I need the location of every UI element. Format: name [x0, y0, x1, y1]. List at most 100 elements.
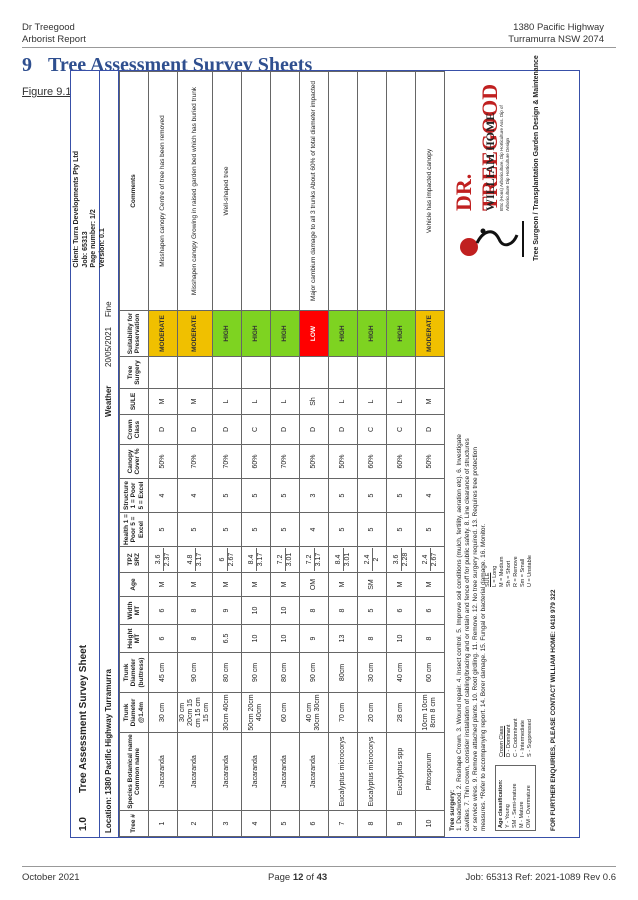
tpz-value: 7.2: [305, 554, 313, 565]
cell-suit: MODERATE: [148, 310, 178, 357]
cell-height: 10: [270, 624, 300, 653]
cell-dbh: 60 cm: [270, 692, 300, 733]
cell-buttress: 90 cm: [177, 652, 213, 693]
cell-dbh: 40 cm 30cm 30cm: [299, 692, 329, 733]
column-header: SULE: [119, 388, 149, 415]
column-header: Health 1 = Poor 5 = Excel: [119, 512, 149, 547]
age-item: OM - Overmature: [526, 785, 532, 828]
cell-num: 9: [386, 810, 416, 837]
cell-comment: Misshapen canopy Growing in raised garde…: [177, 71, 213, 311]
cell-suit: HIGH: [386, 310, 416, 357]
cell-sule: L: [386, 388, 416, 415]
sheet-footer: Tree surgery: 1. Deadwood. 2. Reshape Cr…: [445, 55, 563, 837]
header-rule: [22, 47, 616, 48]
cell-species: Eucalyptus microcorys: [328, 732, 358, 811]
sheet-number: 1.0: [78, 817, 89, 831]
page-counter: Page 12 of 43: [268, 872, 327, 883]
cell-health: 5: [415, 512, 445, 547]
footer-ref: Job: 65313 Ref: 2021-1089 Rev 0.6: [465, 872, 616, 883]
cell-suit: MODERATE: [415, 310, 445, 357]
age-item: Y - Young: [505, 804, 511, 828]
cell-age: M: [212, 572, 242, 597]
crown-heading: Crown Class: [499, 725, 505, 757]
cell-crown: C: [386, 414, 416, 445]
cell-buttress: 80 cm: [212, 652, 242, 693]
tpz-value: 3.6: [392, 554, 400, 565]
cell-crown: D: [270, 414, 300, 445]
srz-value: 3.17: [313, 548, 323, 571]
cell-num: 7: [328, 810, 358, 837]
age-item: M - Mature: [519, 801, 525, 828]
cell-sule: L: [212, 388, 242, 415]
cell-suit: HIGH: [270, 310, 300, 357]
cell-sule: Sh: [299, 388, 329, 415]
cell-sule: M: [177, 388, 213, 415]
cell-num: 2: [177, 810, 213, 837]
cell-age: M: [328, 572, 358, 597]
cell-surgery: [177, 356, 213, 389]
cell-num: 5: [270, 810, 300, 837]
cell-dbh: 10cm 10cm 8cm 8 cm: [415, 692, 445, 733]
cell-num: 8: [357, 810, 387, 837]
cell-sule: L: [270, 388, 300, 415]
column-header: Suitability for Preservation: [119, 310, 149, 357]
age-heading: Age classification:: [498, 779, 504, 828]
company-logo: DR. TREEGOOD WILLIAM HOME BSc (Hons) Arb…: [451, 55, 551, 261]
column-header: Structure 1 = Poor 5 = Excel: [119, 478, 149, 513]
address-line1: 1380 Pacific Highway: [513, 22, 604, 33]
cell-age: M: [177, 572, 213, 597]
cell-dbh: 30 cm 20cm 15 cm 15 cm 15 cm: [177, 692, 213, 733]
cell-surgery: [357, 356, 387, 389]
cell-suit: HIGH: [241, 310, 271, 357]
cell-structure: 5: [212, 478, 242, 513]
cell-dbh: 50cm 20cm 40cm: [241, 692, 271, 733]
column-header: TPZ SRZ: [119, 546, 149, 573]
address-line2: Turramurra NSW 2074: [508, 34, 604, 45]
rotated-sheet-wrapper: 1.0 Tree Assessment Survey Sheet Client:…: [70, 55, 580, 838]
author-name: Dr Treegood: [22, 22, 75, 33]
cell-num: 1: [148, 810, 178, 837]
cell-species: Jacaranda: [177, 732, 213, 811]
cell-age: M: [415, 572, 445, 597]
cell-health: 5: [328, 512, 358, 547]
section-number: 9: [22, 54, 32, 76]
cell-surgery: [415, 356, 445, 389]
cell-canopy: 50%: [148, 444, 178, 479]
cell-canopy: 50%: [328, 444, 358, 479]
cell-surgery: [386, 356, 416, 389]
column-header: Trunk Diameter @1.4m: [119, 692, 149, 733]
enquiries: FOR FURTHER ENQUIRIES, PLEASE CONTACT WI…: [550, 589, 557, 832]
sule-item: U = Unstable: [527, 555, 533, 587]
cell-crown: D: [148, 414, 178, 445]
cell-crown: D: [299, 414, 329, 445]
cell-sule: L: [241, 388, 271, 415]
cell-species: Eucalyptus spp: [386, 732, 416, 811]
weather-value: Fine: [104, 301, 113, 317]
cell-structure: 5: [241, 478, 271, 513]
header-right: 1380 Pacific Highway Turramurra NSW 2074: [508, 22, 604, 46]
cell-buttress: 60 cm: [415, 652, 445, 693]
cell-dbh: 28 cm: [386, 692, 416, 733]
column-header: Tree Surgery: [119, 356, 149, 389]
cell-dbh: 70 cm: [328, 692, 358, 733]
page-line: Page number: 1/2: [90, 209, 97, 268]
sheet-title: Tree Assessment Survey Sheet: [78, 644, 89, 793]
location: Location: 1380 Pacific Highway Turramurr…: [104, 669, 113, 833]
header-left: Dr Treegood Arborist Report: [22, 22, 86, 46]
sule-item: Sm = Small: [520, 558, 526, 587]
tree-figure-icon: [460, 221, 524, 257]
cell-canopy: 60%: [241, 444, 271, 479]
cell-canopy: 70%: [270, 444, 300, 479]
cell-width: 8: [328, 596, 358, 625]
cell-sule: M: [415, 388, 445, 415]
